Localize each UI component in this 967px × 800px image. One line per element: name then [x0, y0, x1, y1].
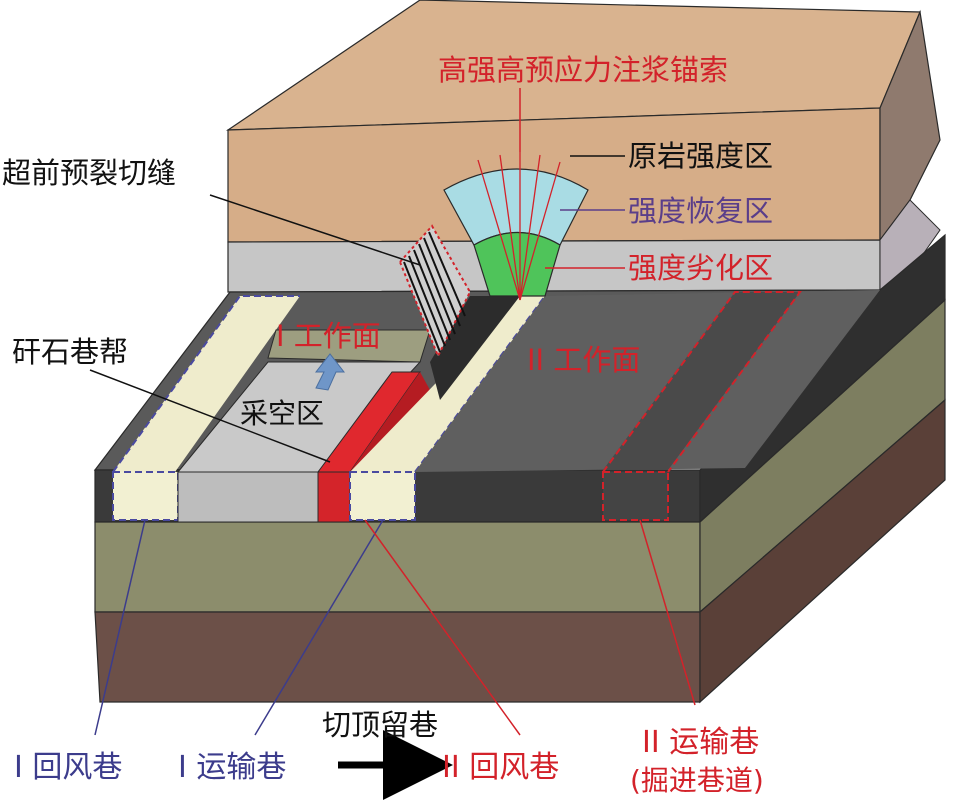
return-airway-I-section	[112, 471, 179, 521]
haulage-roadway-I-section	[349, 471, 416, 521]
gangue-wall-label: 矸石巷帮	[12, 335, 128, 369]
original-zone-label: 原岩强度区	[628, 139, 773, 173]
haulage-roadway-I-outline	[414, 295, 546, 473]
goaf-label: 采空区	[240, 397, 324, 430]
face-II-label: II 工作面	[527, 343, 640, 377]
weakening-zone-label: 强度劣化区	[628, 251, 773, 285]
haulage-roadway-II-surface	[603, 292, 800, 470]
anchor-cable-label: 高强高预应力注浆锚索	[438, 53, 728, 87]
transition-label: 切顶留巷	[322, 708, 438, 742]
gangue-wall-front	[317, 471, 351, 523]
sandstone-side-face	[879, 9, 941, 242]
floor-brown-front	[94, 611, 701, 703]
haulage-I-label: I 运输巷	[178, 750, 286, 785]
coal-pillar	[430, 296, 520, 400]
presplit-cut-label: 超前预裂切缝	[2, 156, 176, 190]
floor-olive-front	[94, 521, 701, 613]
return-airway-I-surface	[113, 296, 300, 472]
haulage-roadway-II-outline	[602, 291, 802, 473]
face-I-label: I 工作面	[276, 319, 381, 353]
recovery-zone-label: 强度恢复区	[628, 194, 773, 228]
return-II-label: II 回风巷	[442, 750, 559, 785]
anchor-cable-lines	[477, 152, 561, 301]
floor-brown-side	[699, 398, 946, 704]
haulage-II-label: II 运输巷	[642, 725, 759, 760]
return-airway-I-outline	[112, 295, 300, 473]
haulage-II-note: (掘进巷道)	[630, 764, 764, 797]
leader-lines	[89, 88, 696, 736]
goaf-front	[177, 471, 319, 523]
return-I-label: I 回风巷	[14, 750, 122, 785]
haulage-roadway-II-section	[602, 471, 669, 521]
advance-arrow	[314, 353, 346, 391]
presplit-cut-zone	[398, 224, 472, 359]
recovery-zone-fill	[473, 231, 561, 297]
